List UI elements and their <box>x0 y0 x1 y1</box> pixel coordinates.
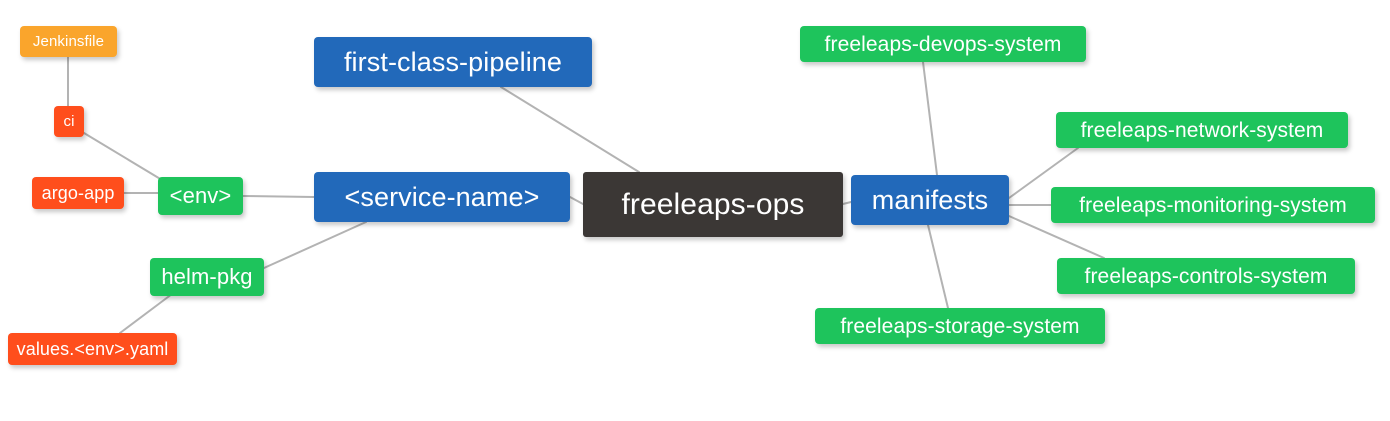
mindmap-node-service-name[interactable]: <service-name> <box>314 172 570 222</box>
mindmap-node-manifests[interactable]: manifests <box>851 175 1009 225</box>
mindmap-node-freeleaps-ops[interactable]: freeleaps-ops <box>583 172 843 237</box>
edge-service-name-to-helm-pkg <box>263 221 367 269</box>
edge-helm-pkg-to-values-env-yaml <box>119 293 173 334</box>
mindmap-node-freeleaps-controls-system[interactable]: freeleaps-controls-system <box>1057 258 1355 294</box>
mindmap-node-ci[interactable]: ci <box>54 106 84 137</box>
mindmap-node-helm-pkg[interactable]: helm-pkg <box>150 258 264 296</box>
edge-manifests-to-freeleaps-storage-system <box>927 224 949 309</box>
mindmap-node-argo-app[interactable]: argo-app <box>32 177 124 209</box>
edge-freeleaps-ops-to-service-name <box>569 196 584 205</box>
edge-first-class-pipeline-to-freeleaps-ops <box>500 86 640 173</box>
mindmap-node-env[interactable]: <env> <box>158 177 243 215</box>
edge-service-name-to-env <box>242 195 315 198</box>
mindmap-node-freeleaps-storage-system[interactable]: freeleaps-storage-system <box>815 308 1105 344</box>
mindmap-node-first-class-pipeline[interactable]: first-class-pipeline <box>314 37 592 87</box>
edge-env-to-ci <box>83 132 163 181</box>
mindmap-node-freeleaps-network-system[interactable]: freeleaps-network-system <box>1056 112 1348 148</box>
edge-freeleaps-ops-to-manifests <box>842 201 852 205</box>
mindmap-node-freeleaps-devops-system[interactable]: freeleaps-devops-system <box>800 26 1086 62</box>
mindmap-node-jenkinsfile[interactable]: Jenkinsfile <box>20 26 117 57</box>
mindmap-node-freeleaps-monitoring-system[interactable]: freeleaps-monitoring-system <box>1051 187 1375 223</box>
mindmap-node-values-env-yaml[interactable]: values.<env>.yaml <box>8 333 177 365</box>
edge-manifests-to-freeleaps-devops-system <box>922 61 938 176</box>
